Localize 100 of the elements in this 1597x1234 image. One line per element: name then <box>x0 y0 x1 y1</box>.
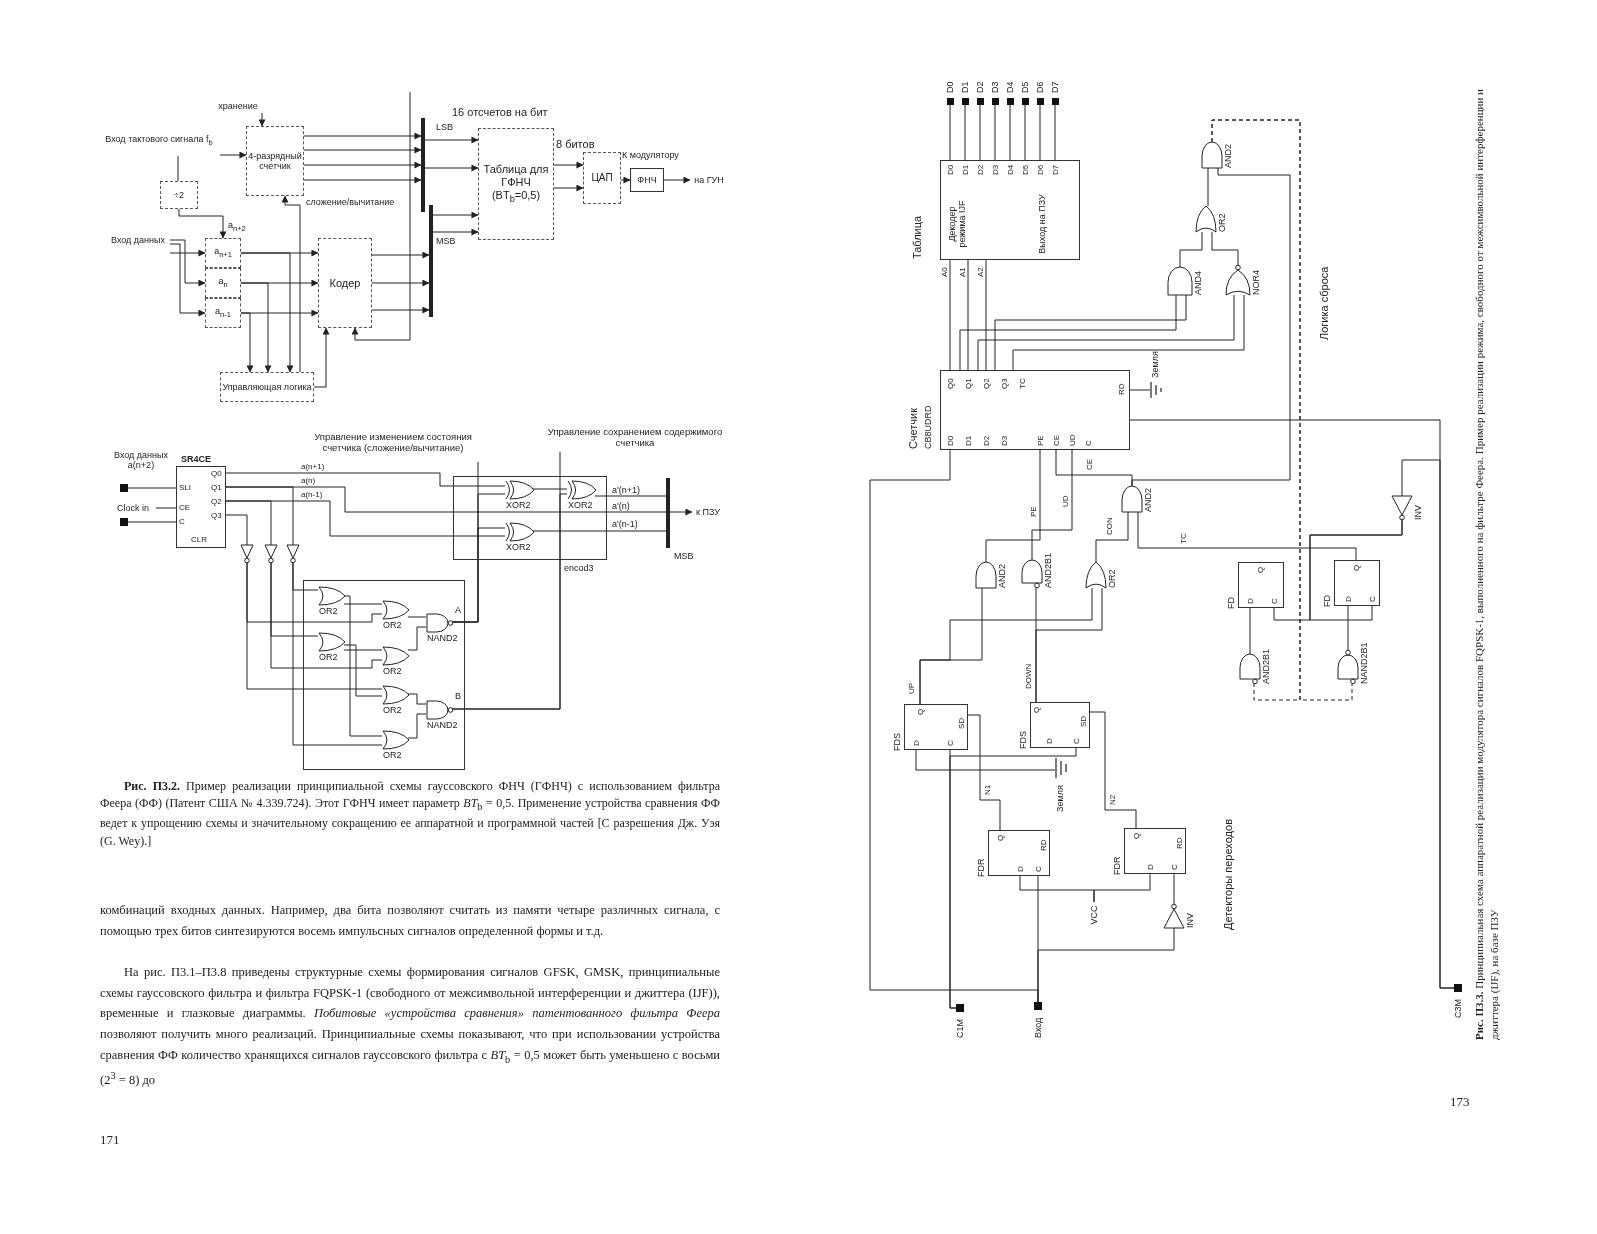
wire <box>407 693 427 705</box>
pin-label: Q <box>1132 832 1142 839</box>
gate-label: XOR2 <box>506 500 531 511</box>
wire <box>246 562 383 623</box>
signal-label: a(n) <box>300 477 317 485</box>
pin-label: D0 <box>946 435 956 446</box>
wire <box>994 294 1187 371</box>
pin-label: C <box>1170 864 1180 870</box>
signal-label: хранение <box>218 101 258 112</box>
wire <box>1309 519 1403 621</box>
wire <box>532 530 667 532</box>
pin-label: C <box>1084 440 1094 446</box>
terminal-square <box>120 518 128 526</box>
block-label: a$_{n+1}$ <box>214 246 232 260</box>
block-label: a$_{n-1}$ <box>215 306 231 320</box>
gate-label: OR2 <box>1107 569 1118 588</box>
wire <box>1024 104 1026 161</box>
arrow <box>178 208 227 239</box>
wire <box>985 449 1041 563</box>
diagram-label: Логика сброса <box>1318 266 1330 340</box>
pin-label: D <box>912 740 922 746</box>
pin-label: D5 <box>1021 164 1031 175</box>
signal-label: a(n+1) <box>300 463 326 471</box>
pin-label: Q3 <box>1000 378 1010 389</box>
wire <box>1129 419 1455 989</box>
pin-label: Q <box>1352 564 1362 571</box>
gate-label: XOR2 <box>506 542 531 553</box>
block-box <box>630 168 664 192</box>
block-label: encod3 <box>564 563 594 574</box>
pin-label: CLR <box>191 535 207 545</box>
chip-label: Таблица <box>911 215 924 259</box>
pin-label: A1 <box>958 267 968 277</box>
wire <box>532 488 568 490</box>
figure-caption: Рис. П3.2. Пример реализации принципиальной схемы гауссовского ФНЧ (ГФНЧ) с использованием фильтра Феера (ФФ) (Патент США № 4.339.724). Этот ГФНЧ имеет параметр BT$_{b}$ = 0,5. Применение устройства сравнения ФФ ведет к упрощению схемы и значительному сокращению ее аппаратной и программной частей [С разрешения Дж. Уэя (G. Wey).] <box>100 778 720 850</box>
wire <box>343 644 383 697</box>
wire <box>225 472 506 487</box>
wire <box>1031 449 1073 561</box>
diagram-label: 8 битов <box>556 138 595 150</box>
wire <box>1347 605 1349 651</box>
wire <box>869 449 1039 1003</box>
diagram-label: a'(n) <box>612 501 630 511</box>
diagram-label: LSB <box>436 122 453 132</box>
diagram-label: MSB <box>436 236 456 246</box>
arrow <box>303 176 422 184</box>
pin-label: D1 <box>964 435 974 446</box>
wire <box>292 562 383 746</box>
wire <box>964 104 966 161</box>
wire <box>994 104 996 161</box>
signal-label: TC <box>1180 532 1188 545</box>
gate-label: INV <box>1413 505 1424 520</box>
terminal-label: Вход <box>1033 1017 1044 1038</box>
block-box <box>205 268 241 298</box>
terminal-label: D7 <box>1050 81 1061 93</box>
terminal-label: D4 <box>1005 81 1016 93</box>
pin-label: Q3 <box>211 511 222 521</box>
gate-label: AND2 <box>1223 144 1234 168</box>
wire <box>1009 104 1011 161</box>
arrow <box>240 252 294 373</box>
wire <box>977 294 1235 371</box>
pin-label: D2 <box>982 435 992 446</box>
pin-label: D6 <box>1036 164 1046 175</box>
pin-label: CE <box>1052 434 1062 446</box>
ground-label: Земля <box>1055 785 1066 812</box>
arrow <box>371 306 430 314</box>
pin-label: RD <box>1039 839 1049 851</box>
pin-label: D3 <box>991 164 1001 175</box>
gate-label: AND2 <box>1143 488 1154 512</box>
terminal-label: C3M <box>1453 999 1464 1018</box>
signal-label: Clock in <box>117 502 149 514</box>
pin-label: C <box>1368 596 1378 602</box>
pin-label: RD <box>1175 837 1185 849</box>
block-box <box>160 181 198 209</box>
terminal-label: D5 <box>1020 81 1031 93</box>
gate-label: AND2B1 <box>1261 649 1272 684</box>
diagram-label: 16 отсчетов на бит <box>452 106 548 118</box>
arrow <box>553 161 584 169</box>
terminal-label: D0 <box>945 81 956 93</box>
chip-label: CB8UDRD <box>923 405 934 449</box>
page-number: 173 <box>1450 1094 1470 1110</box>
gate-label: AND4 <box>1193 271 1204 295</box>
arrow <box>169 249 206 257</box>
wire <box>949 259 951 371</box>
wire <box>1093 873 1151 903</box>
pin-label: A2 <box>976 267 986 277</box>
arrow <box>169 239 206 287</box>
wire <box>1207 167 1209 207</box>
pin-label: Q2 <box>982 378 992 389</box>
wire <box>225 500 272 546</box>
bus-bar <box>666 478 670 548</box>
chip-label: FDS <box>1018 731 1029 749</box>
signal-label: на ГУН <box>694 174 724 186</box>
wire <box>1179 231 1203 268</box>
diagram-label: сложение/вычитание <box>306 197 395 207</box>
chip-label: FDR <box>976 858 987 877</box>
gate-label: NAND2 <box>427 720 458 731</box>
pin-label: Q <box>1256 566 1266 573</box>
arrow <box>371 279 430 287</box>
gate-label: NOR4 <box>1251 270 1262 295</box>
pin-label: D4 <box>1006 164 1016 175</box>
diagram-label: a'(n+1) <box>612 485 640 495</box>
